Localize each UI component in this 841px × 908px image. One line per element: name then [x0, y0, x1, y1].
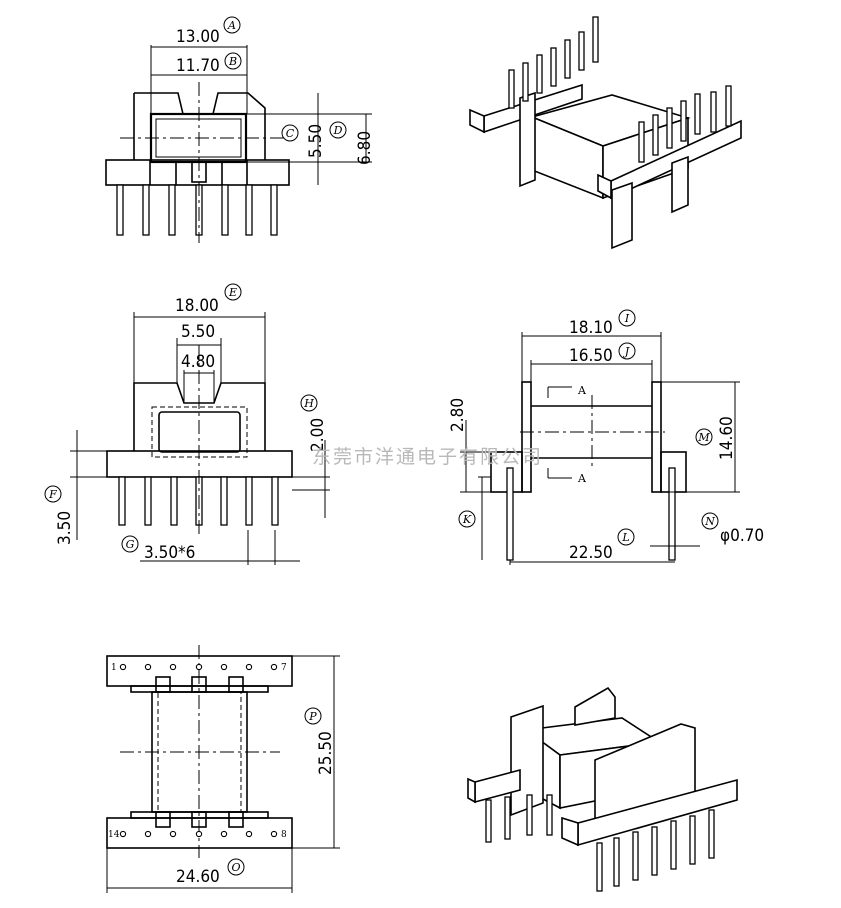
section-label-bottom: A — [577, 472, 587, 485]
iso-view-bottom-pins — [485, 794, 715, 892]
marker-K: K — [462, 513, 472, 526]
dim-N: φ0.70 — [720, 526, 764, 546]
iso-view-top — [469, 16, 742, 250]
dim-D: 6.80 — [355, 131, 375, 165]
marker-G: G — [126, 538, 135, 551]
marker-E: E — [228, 286, 237, 299]
end-view-pins — [116, 184, 278, 236]
pin-number-8: 8 — [281, 830, 287, 840]
marker-A: A — [227, 19, 236, 32]
marker-F: F — [48, 488, 57, 501]
marker-N: N — [704, 515, 715, 528]
marker-C: C — [286, 127, 295, 140]
pin-number-14: 14 — [108, 830, 120, 840]
marker-L: L — [621, 531, 629, 544]
dim-P: 25.50 — [316, 731, 336, 775]
pin-number-1: 1 — [111, 663, 117, 673]
company-watermark: 东莞市洋通电子有限公司 — [312, 446, 543, 468]
marker-H: H — [303, 397, 314, 410]
dim-G: 3.50*6 — [144, 543, 195, 563]
dim-front-slot: 4.80 — [181, 352, 215, 372]
dim-F: 3.50 — [55, 511, 75, 545]
dim-O: 24.60 — [176, 867, 220, 887]
end-view — [105, 45, 372, 243]
dim-J: 16.50 — [569, 346, 613, 366]
dim-H: 2.00 — [308, 418, 328, 452]
marker-D: D — [333, 124, 343, 137]
marker-P: P — [308, 710, 317, 723]
dim-M: 14.60 — [717, 416, 737, 460]
top-view-holes — [119, 663, 278, 838]
marker-O: O — [231, 861, 240, 874]
iso-view-bottom — [467, 686, 738, 892]
side-view — [460, 332, 740, 565]
iso-view-top-pins — [508, 16, 732, 163]
marker-B: B — [228, 55, 237, 68]
dim-A: 13.00 — [176, 27, 220, 47]
marker-M: M — [697, 431, 710, 444]
dim-L: 22.50 — [569, 543, 613, 563]
dim-front-inner: 5.50 — [181, 322, 215, 342]
dim-I: 18.10 — [569, 318, 613, 338]
marker-I: I — [624, 312, 630, 325]
dim-K: 2.80 — [448, 398, 468, 432]
marker-J: J — [623, 345, 630, 358]
pin-number-7: 7 — [281, 663, 287, 673]
dimension-labels: 13.00 11.70 5.50 6.80 18.00 5.50 4.80 2.… — [55, 27, 764, 887]
front-view — [70, 312, 330, 565]
dim-B: 11.70 — [176, 56, 220, 76]
dim-C: 5.50 — [306, 124, 326, 158]
marker-circles: A B C D E F G H I J K L M N O P — [44, 16, 719, 876]
top-view — [106, 645, 340, 893]
section-label-top: A — [577, 384, 587, 397]
dim-E: 18.00 — [175, 296, 219, 316]
